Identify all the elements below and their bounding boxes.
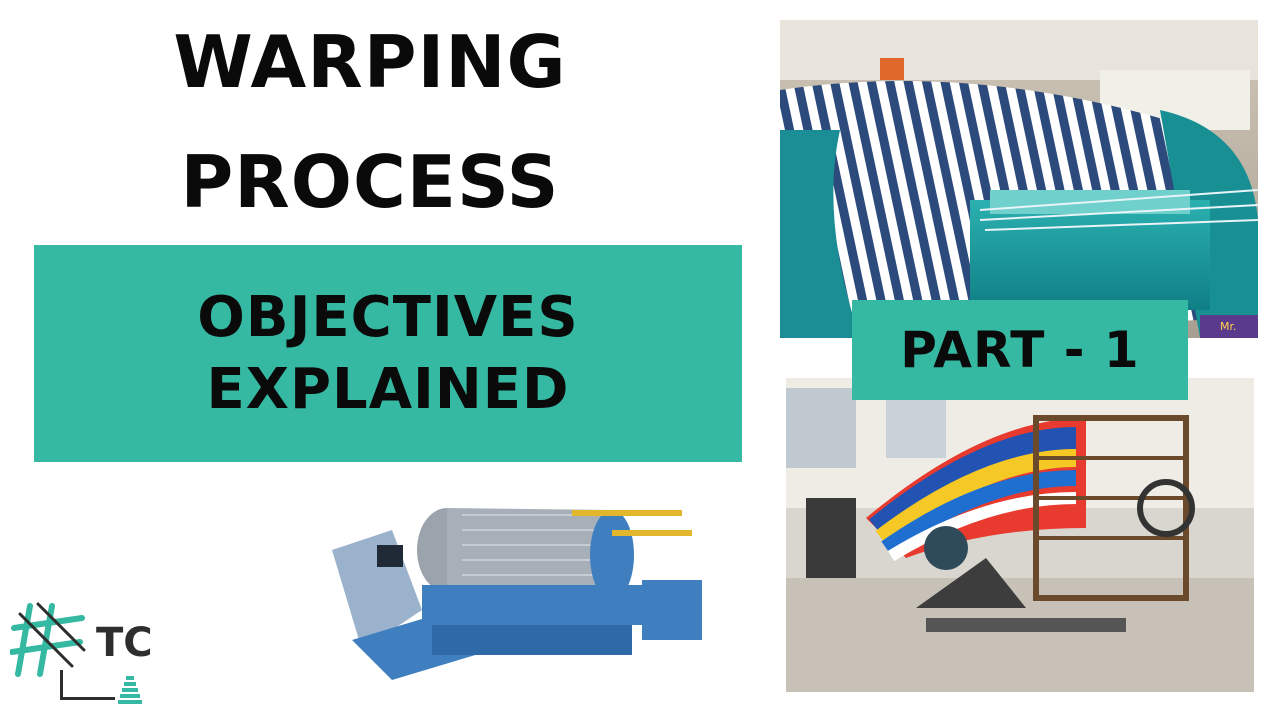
objectives-banner: OBJECTIVES EXPLAINED [34, 245, 742, 462]
logo-text: TC [96, 620, 153, 666]
logo-baseline [60, 697, 115, 700]
hashtag-weave-icon [10, 602, 86, 677]
objectives-line-1: OBJECTIVES [197, 284, 579, 350]
sectional-warping-machine-render [312, 490, 712, 685]
objectives-line-2: EXPLAINED [206, 356, 570, 422]
part-label-box: PART - 1 [852, 300, 1188, 400]
logo-bar [60, 670, 63, 700]
warping-machine-drum-photo: Mr. [780, 20, 1258, 338]
stacked-pyramid-icon [118, 676, 142, 704]
photo-overlay-text: Mr. [1220, 320, 1237, 333]
title-line-2: PROCESS [180, 140, 560, 224]
title-line-1: WARPING [173, 20, 567, 104]
tc-logo: TC [10, 600, 160, 712]
part-label: PART - 1 [900, 321, 1140, 379]
vintage-warping-creel-photo [786, 378, 1254, 692]
